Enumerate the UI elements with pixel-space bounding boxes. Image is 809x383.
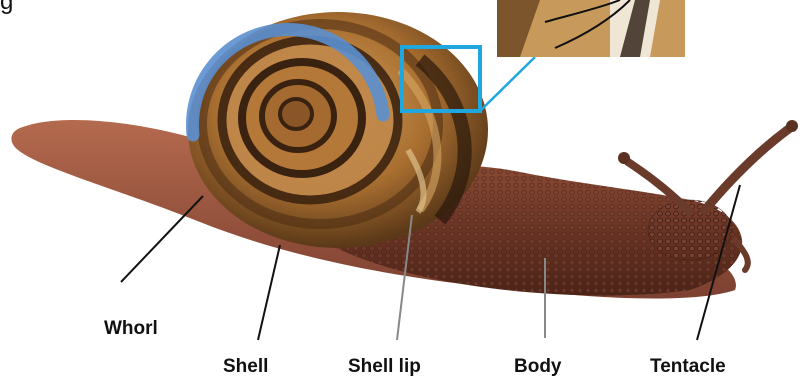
shell-leader bbox=[258, 245, 280, 340]
whorl-leader bbox=[121, 196, 203, 282]
body-label: Body bbox=[514, 356, 562, 378]
inset-connector-line bbox=[480, 57, 535, 111]
tentacle-upper bbox=[705, 128, 790, 210]
shell-label: Shell bbox=[223, 356, 268, 378]
whorl-label: Whorl bbox=[104, 318, 158, 340]
shell-lip-label: Shell lip bbox=[348, 356, 421, 378]
shell-lip-magnified-inset bbox=[497, 0, 685, 57]
tentacle-label: Tentacle bbox=[650, 356, 726, 378]
